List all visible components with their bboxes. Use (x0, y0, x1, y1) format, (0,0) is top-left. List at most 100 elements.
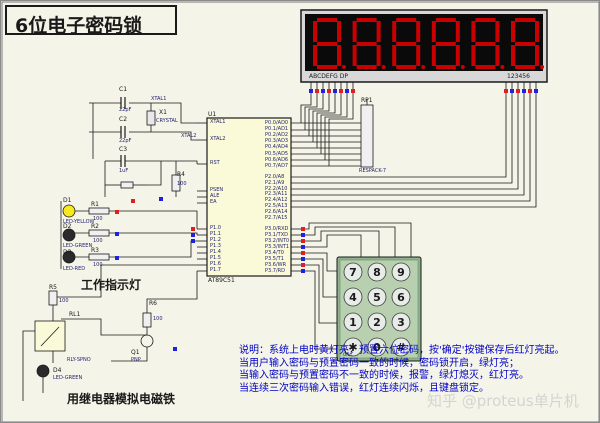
mcu-pin-label: P2.3/A11 (265, 191, 288, 198)
note-line: 当用户输入密码与预置密码一致的时候，密码锁开启，绿灯亮； (239, 357, 519, 369)
keypad-key[interactable]: 2 (367, 312, 387, 332)
resistor-r4 (171, 174, 181, 192)
c3-ref: C3 (119, 146, 128, 153)
keypad-key[interactable]: 4 (343, 287, 363, 307)
segment (511, 45, 515, 66)
work-light-label: 工作指示灯 (81, 278, 142, 292)
r2-value: 100 (93, 238, 103, 244)
display-pins (310, 82, 537, 94)
key-cap[interactable] (367, 262, 387, 282)
key-cap[interactable] (367, 287, 387, 307)
key-label: # (396, 341, 405, 354)
watermark: 知乎 @proteus单片机 (427, 392, 579, 410)
segment (376, 45, 381, 66)
segment (495, 21, 500, 42)
segment (515, 42, 535, 46)
keypad-key[interactable]: 7 (343, 262, 363, 282)
key-label: 7 (349, 266, 357, 279)
keypad-key[interactable]: 0 (367, 337, 387, 357)
segment (356, 18, 377, 22)
mcu-pin-label: PSEN (210, 187, 224, 193)
key-cap[interactable] (391, 337, 411, 357)
mcu-left-pins (197, 122, 207, 272)
digit-select-wires (291, 94, 537, 208)
keypad-key[interactable]: 9 (391, 262, 411, 282)
mcu-pin-label: RST (210, 160, 220, 166)
mcu-pin-label: P0.4/AD4 (265, 144, 289, 151)
key-cap[interactable] (343, 337, 363, 357)
decimal-point (460, 65, 465, 69)
mcu-pin-label: P1.3 (210, 243, 221, 249)
mcu-pin-label: P0.1/AD1 (265, 126, 289, 133)
c1-value: 22pF (119, 107, 132, 113)
segment (435, 65, 456, 69)
decimal-point (540, 65, 544, 69)
segment (435, 42, 456, 46)
mcu-pin-label: P0.5/AD5 (265, 150, 289, 157)
keypad-key[interactable]: ✱ (343, 337, 363, 357)
x1-value: CRYSTAL (156, 118, 178, 124)
pin-markers (115, 197, 305, 351)
mcu-pin-label: P3.0/RXD (265, 226, 289, 232)
key-cap[interactable] (391, 287, 411, 307)
display-face (305, 14, 543, 71)
segment (471, 21, 476, 42)
key-cap[interactable] (343, 312, 363, 332)
segment (396, 65, 417, 69)
segment (352, 45, 357, 66)
mcu-pin-label: P3.7/RD (265, 268, 285, 274)
mcu-pin-label: P1.1 (210, 231, 221, 237)
keypad-key[interactable]: # (391, 337, 411, 357)
r6-value: 100 (153, 316, 163, 322)
segment (416, 21, 421, 42)
d2-ref: D2 (63, 223, 72, 230)
r5-value: 100 (59, 298, 69, 304)
key-cap[interactable] (367, 337, 387, 357)
segment (313, 21, 317, 42)
mcu-pin-label: P1.4 (210, 249, 221, 255)
display-digit (471, 18, 505, 69)
net-xtal1: XTAL1 (151, 96, 167, 102)
net-xtal2: XTAL2 (181, 133, 197, 139)
keypad-key[interactable]: 1 (343, 312, 363, 332)
mcu-pin-label: EA (210, 199, 217, 205)
segment (515, 65, 535, 69)
mcu-pin-label: P2.2/A10 (265, 185, 288, 192)
keypad-key[interactable]: 8 (367, 262, 387, 282)
mcu-pin-label: P2.0/A8 (265, 174, 285, 180)
led-red-d3 (62, 250, 76, 264)
segment (352, 21, 357, 42)
segment (511, 21, 515, 42)
key-label: 8 (373, 266, 381, 279)
key-cap[interactable] (367, 312, 387, 332)
segment (416, 45, 421, 66)
r1-ref: R1 (91, 201, 99, 208)
key-cap[interactable] (391, 312, 411, 332)
mcu-part: AT89C51 (208, 277, 235, 284)
d1-ref: D1 (63, 197, 72, 204)
mcu-pin-label: P3.4/T0 (265, 250, 284, 256)
segment (317, 42, 337, 46)
key-cap[interactable] (391, 262, 411, 282)
mcu-pin-label: P2.6/A14 (265, 208, 288, 215)
r3-value: 100 (93, 262, 103, 268)
mcu-pin-label: P3.6/WR (265, 262, 287, 268)
decimal-point (500, 65, 505, 69)
r6-ref: R6 (149, 300, 157, 307)
keypad-key[interactable]: 5 (367, 287, 387, 307)
key-label: 1 (349, 316, 357, 329)
segment (471, 45, 476, 66)
keypad-key[interactable]: 3 (391, 312, 411, 332)
mcu-pin-label: P2.7/A15 (265, 214, 288, 221)
segment (475, 42, 496, 46)
mcu-body (206, 117, 292, 277)
key-cap[interactable] (343, 262, 363, 282)
led-green-d4 (36, 364, 50, 378)
display-digit (511, 18, 544, 69)
segment (455, 45, 460, 66)
resistor-r2 (88, 229, 110, 237)
display-pin-markers (309, 89, 538, 93)
keypad-key[interactable]: 6 (391, 287, 411, 307)
key-cap[interactable] (343, 287, 363, 307)
c1-ref: C1 (119, 86, 128, 93)
